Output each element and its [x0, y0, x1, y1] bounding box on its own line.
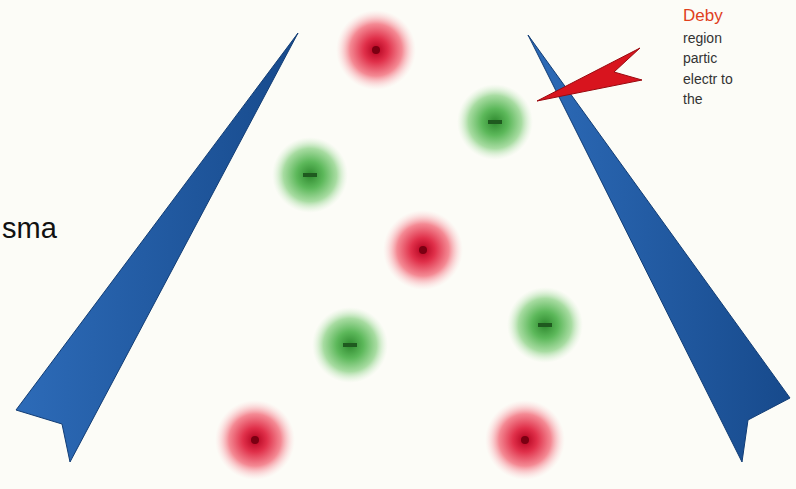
plasma-label: sma — [2, 211, 57, 246]
debye-description: region partic electr to the — [683, 28, 737, 109]
view-cone-right — [528, 35, 790, 462]
electron — [272, 84, 583, 383]
debye-title: Deby — [683, 6, 723, 26]
positive-ion — [215, 10, 565, 480]
view-cone-left — [16, 33, 298, 462]
pointer-arrow — [537, 48, 642, 101]
